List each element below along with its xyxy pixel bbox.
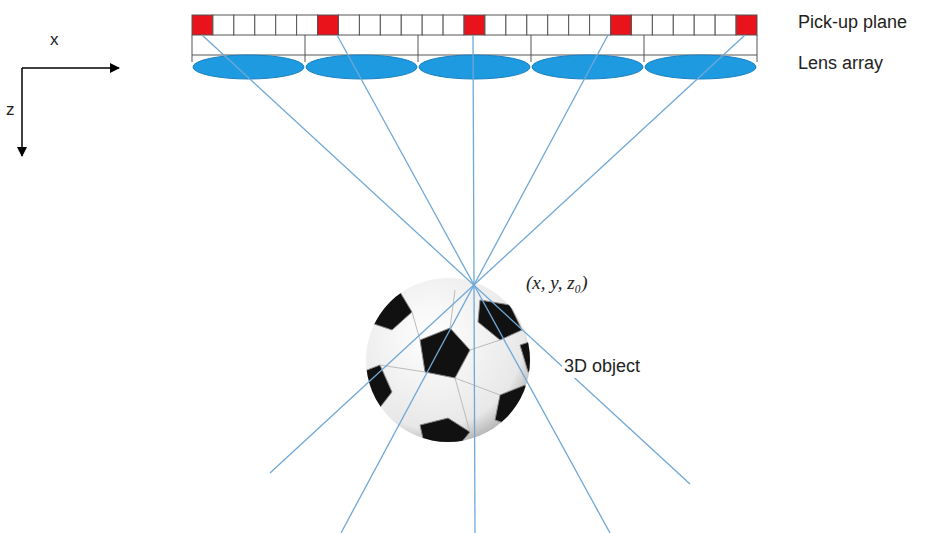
pixel-cell: [590, 15, 611, 35]
pixel-cell: [631, 15, 652, 35]
pixel-cell: [485, 15, 506, 35]
pixel-cell: [401, 15, 422, 35]
rays: [202, 35, 745, 533]
section-divider: [757, 35, 758, 62]
pixel-cell: [569, 15, 590, 35]
pixel-cell: [255, 15, 276, 35]
pixel-cell: [192, 15, 213, 35]
pixel-cell: [715, 15, 736, 35]
pixel-cell: [338, 15, 359, 35]
pixel-cell: [652, 15, 673, 35]
point-label: (x, y, z₀): [524, 272, 589, 295]
pixel-cell: [694, 15, 715, 35]
part-label: Pick-up plane: [798, 12, 907, 34]
section-divider: [531, 35, 532, 62]
axis-label: x: [50, 30, 59, 50]
section-divider: [644, 35, 645, 62]
axes: [22, 68, 119, 156]
pixel-cell: [422, 15, 443, 35]
pixel-cell: [234, 15, 255, 35]
part-label: Lens array: [798, 53, 883, 75]
pixel-cell: [297, 15, 318, 35]
pixel-cell: [736, 15, 757, 35]
lens-array: [192, 35, 757, 79]
pixel-cell: [380, 15, 401, 35]
lens: [419, 55, 530, 79]
axis-label: z: [6, 100, 15, 120]
object-label: 3D object: [562, 356, 642, 378]
soccer-ball: [358, 278, 540, 450]
pixel-cell: [548, 15, 569, 35]
pixel-cell: [213, 15, 234, 35]
pixel-cell: [276, 15, 297, 35]
section-divider: [418, 35, 419, 62]
pixel-cell: [318, 15, 339, 35]
pickup-plane: [192, 15, 757, 35]
lens: [532, 55, 643, 79]
lens: [193, 55, 304, 79]
section-divider: [305, 35, 306, 62]
lens: [306, 55, 417, 79]
pixel-cell: [527, 15, 548, 35]
pixel-cell: [506, 15, 527, 35]
pixel-cell: [443, 15, 464, 35]
pixel-cell: [673, 15, 694, 35]
pixel-cell: [359, 15, 380, 35]
section-divider: [192, 35, 193, 62]
pixel-cell: [611, 15, 632, 35]
pixel-cell: [464, 15, 485, 35]
